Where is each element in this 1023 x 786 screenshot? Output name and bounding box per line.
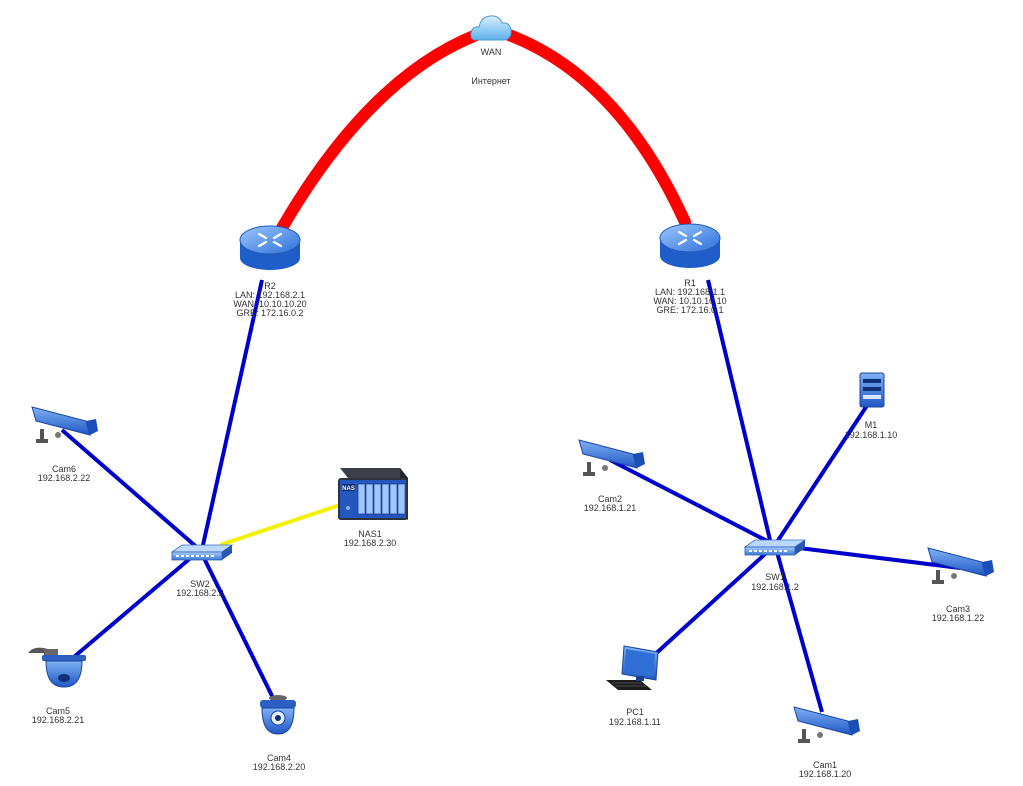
wan-label: WAN <box>481 47 502 57</box>
device-cam2[interactable]: Cam2 192.168.1.21 <box>578 439 645 513</box>
device-cam6[interactable]: Cam6 192.168.2.22 <box>31 406 98 483</box>
links <box>60 24 961 713</box>
device-cam5-name: Cam5 <box>46 706 70 716</box>
wan-node[interactable]: WAN Интернет <box>470 15 512 86</box>
device-cam2-name: Cam2 <box>598 494 622 504</box>
dome-camera-icon <box>260 695 296 735</box>
device-pc1-name: PC1 <box>626 707 644 717</box>
device-cam4-name: Cam4 <box>267 753 291 763</box>
wan-link-r1 <box>489 24 691 228</box>
link-sw1-cam2 <box>609 458 776 547</box>
wan-link-r2 <box>276 24 496 234</box>
device-cam2-ip: 192.168.1.21 <box>584 503 637 513</box>
switch-sw1-ip: 192.168.1.2 <box>751 582 799 592</box>
router-r1-name: R1 <box>684 278 696 288</box>
link-sw2-cam6 <box>60 428 202 552</box>
speed-dome-camera-icon <box>28 647 86 688</box>
router-r2-lan: LAN: 192.168.2.1 <box>235 290 305 300</box>
link-sw2-nas1 <box>219 503 341 547</box>
router-icon <box>239 225 301 270</box>
switch-sw2-name: SW2 <box>190 579 210 589</box>
device-cam3-ip: 192.168.1.22 <box>932 613 985 623</box>
device-pc1[interactable]: PC1 192.168.1.11 <box>606 645 661 727</box>
security-camera-icon <box>793 706 860 743</box>
device-m1-name: M1 <box>865 420 878 430</box>
device-cam1-name: Cam1 <box>813 760 837 770</box>
device-nas1-name: NAS1 <box>358 529 382 539</box>
nas-storage-icon: NAS <box>338 468 408 520</box>
switch-sw1[interactable]: SW1 192.168.1.2 <box>743 539 807 592</box>
device-cam3[interactable]: Cam3 192.168.1.22 <box>927 547 994 623</box>
router-r2-gre: GRE: 172.16.0.2 <box>236 308 303 318</box>
device-m1-ip: 192.168.1.10 <box>845 430 898 440</box>
router-r1-lan: LAN: 192.168.1.1 <box>655 287 725 297</box>
link-sw1-cam1 <box>773 544 824 713</box>
device-m1[interactable]: M1 192.168.1.10 <box>845 372 898 440</box>
security-camera-icon <box>927 547 994 584</box>
router-r2-name: R2 <box>264 281 276 291</box>
device-cam5[interactable]: Cam5 192.168.2.21 <box>28 647 86 725</box>
link-r2-sw2 <box>201 279 264 546</box>
router-r2-wan: WAN: 10.10.10.20 <box>233 299 306 309</box>
router-r1[interactable]: R1 LAN: 192.168.1.1 WAN: 10.10.10.10 GRE… <box>653 223 727 315</box>
switch-sw2[interactable]: SW2 192.168.2.2 <box>170 544 234 598</box>
switch-sw1-name: SW1 <box>765 572 785 582</box>
workstation-icon <box>606 645 659 690</box>
device-cam1-ip: 192.168.1.20 <box>799 769 852 779</box>
switch-icon <box>743 539 807 556</box>
wan-subtitle: Интернет <box>471 76 510 86</box>
nas-badge: NAS <box>342 486 355 492</box>
link-sw2-cam4 <box>198 549 280 709</box>
security-camera-icon <box>31 406 98 443</box>
router-r2[interactable]: R2 LAN: 192.168.2.1 WAN: 10.10.10.20 GRE… <box>233 225 307 318</box>
device-nas1[interactable]: NAS NAS1 192.168.2.30 <box>338 468 408 548</box>
link-r1-sw1 <box>706 279 772 541</box>
link-sw1-m1 <box>773 396 874 547</box>
device-cam4[interactable]: Cam4 192.168.2.20 <box>253 695 306 772</box>
link-sw2-cam5 <box>66 548 202 664</box>
cloud-icon <box>470 15 512 41</box>
link-sw1-pc1 <box>638 543 777 670</box>
switch-icon <box>170 544 234 561</box>
link-sw1-cam3 <box>774 543 961 570</box>
device-cam1[interactable]: Cam1 192.168.1.20 <box>793 706 860 779</box>
switch-sw2-ip: 192.168.2.2 <box>176 588 224 598</box>
device-nas1-ip: 192.168.2.30 <box>344 538 397 548</box>
device-cam3-name: Cam3 <box>946 604 970 614</box>
device-cam6-name: Cam6 <box>52 464 76 474</box>
device-cam5-ip: 192.168.2.21 <box>32 715 85 725</box>
server-icon <box>859 372 885 408</box>
device-cam6-ip: 192.168.2.22 <box>38 473 91 483</box>
security-camera-icon <box>578 439 645 476</box>
device-pc1-ip: 192.168.1.11 <box>609 717 661 727</box>
router-r1-wan: WAN: 10.10.10.10 <box>653 296 726 306</box>
router-icon <box>659 223 721 268</box>
router-r1-gre: GRE: 172.16.0.1 <box>656 305 723 315</box>
device-cam4-ip: 192.168.2.20 <box>253 762 306 772</box>
